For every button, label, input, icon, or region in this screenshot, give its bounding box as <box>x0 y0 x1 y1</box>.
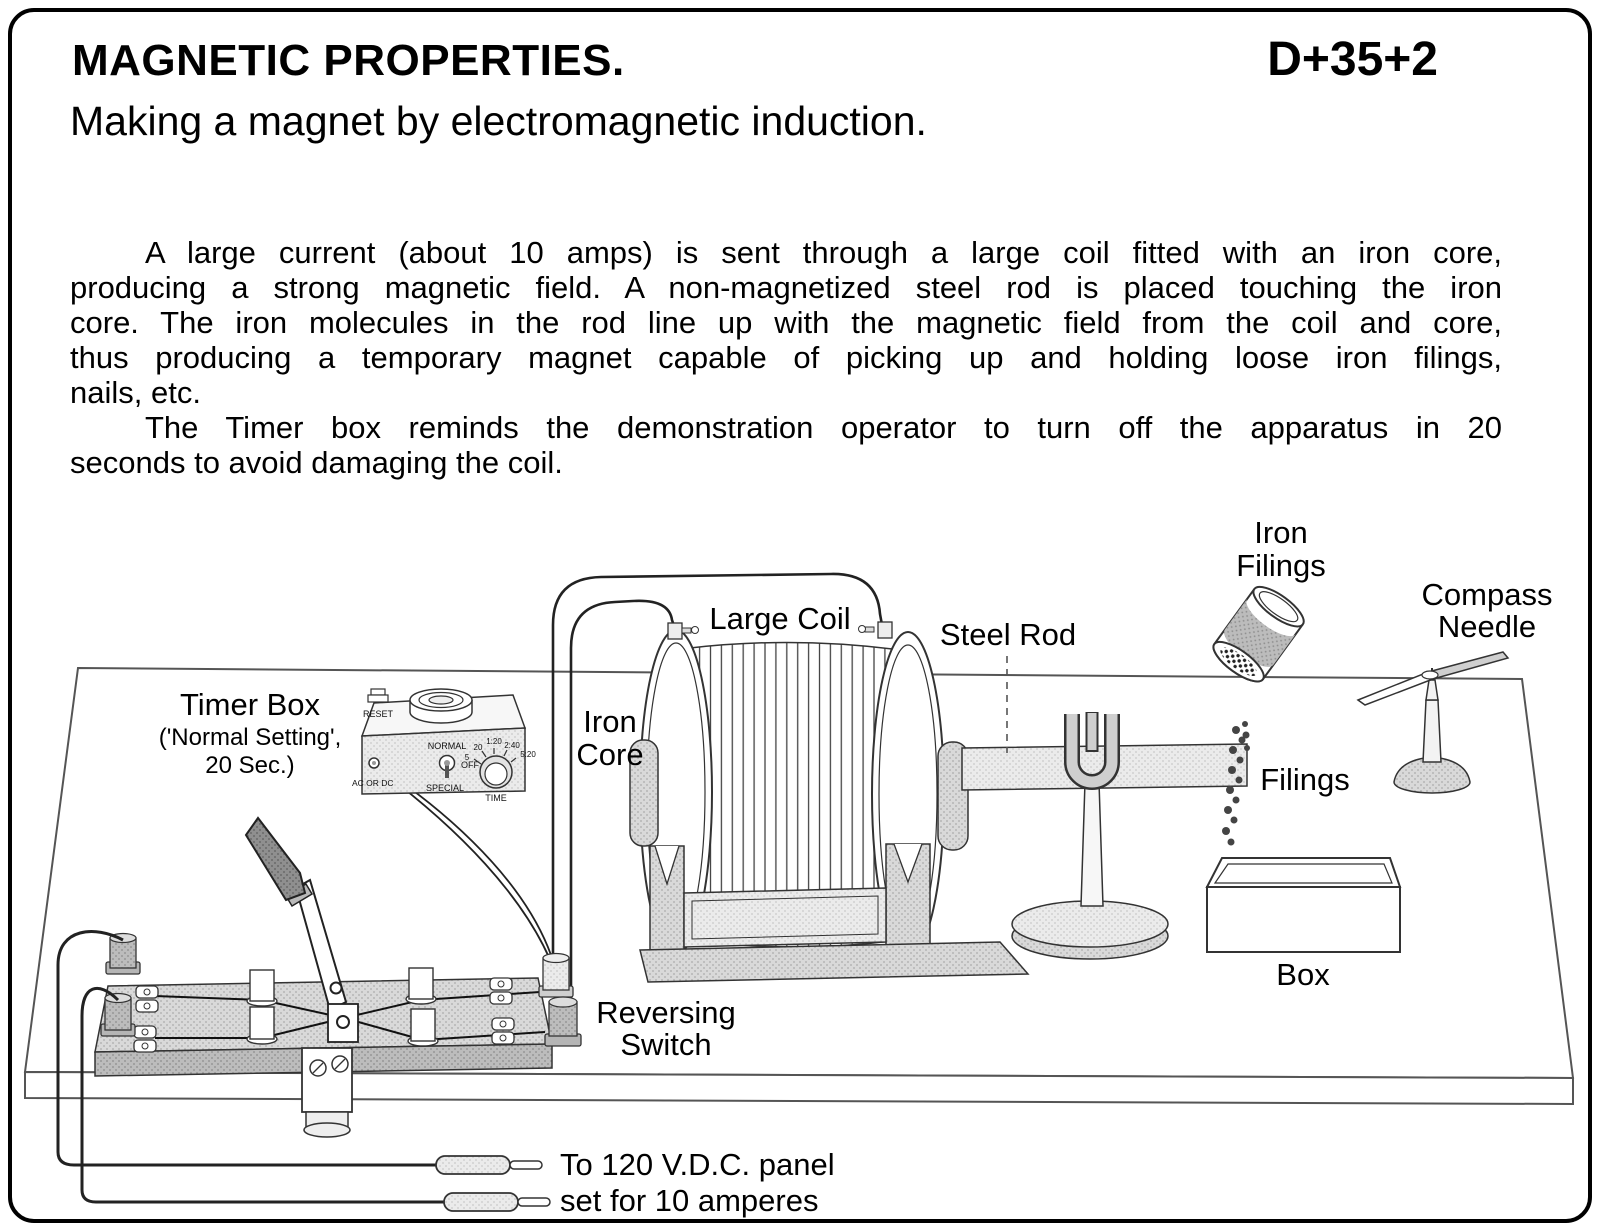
demo-code: D+35+2 <box>1267 33 1438 86</box>
dial-240: 2:40 <box>504 741 520 750</box>
coil-wires <box>551 572 884 1002</box>
dial-520: 5:20 <box>520 750 536 759</box>
dial-5: 5 <box>465 753 470 762</box>
label-power-1: To 120 V.D.C. panel <box>560 1147 835 1182</box>
ac-or-dc-label: AC OR DC <box>352 778 394 788</box>
label-compass-needle-1: Compass <box>1421 577 1553 612</box>
label-reversing-switch-2: Switch <box>620 1027 712 1062</box>
normal-label: NORMAL <box>428 741 467 751</box>
page-title: MAGNETIC PROPERTIES. <box>72 36 625 85</box>
description-line: The Timer box reminds the demonstration … <box>145 410 1502 445</box>
description-line: thus producing a temporary magnet capabl… <box>70 340 1502 375</box>
reversing-switch-illustration <box>94 816 582 1138</box>
power-leads-illustration <box>56 930 551 1212</box>
label-large-coil: Large Coil <box>709 601 851 636</box>
large-coil-illustration <box>629 621 1030 983</box>
timer-box-illustration: RESET NORMAL OFF SPECIAL 5 20 1:20 2:40 … <box>352 688 564 999</box>
label-filings: Filings <box>1260 762 1350 797</box>
description-line: seconds to avoid damaging the coil. <box>70 445 563 480</box>
dial-20: 20 <box>474 743 483 752</box>
filings-shaker-illustration <box>1212 585 1305 683</box>
reset-label: RESET <box>363 709 394 719</box>
compass-stand-illustration <box>1356 651 1510 794</box>
off-label: OFF <box>461 760 479 770</box>
label-reversing-switch-1: Reversing <box>596 995 736 1030</box>
page-subtitle: Making a magnet by electromagnetic induc… <box>70 98 927 144</box>
label-timer-setting-2: 20 Sec.) <box>205 752 295 779</box>
label-timer-setting-1: ('Normal Setting', <box>158 724 342 751</box>
rod-stand-illustration <box>1011 712 1169 960</box>
label-timer-box: Timer Box <box>179 687 321 722</box>
label-compass-needle-2: Needle <box>1437 609 1537 644</box>
description-line: A large current (about 10 amps) is sent … <box>145 235 1502 270</box>
label-power-2: set for 10 amperes <box>560 1183 819 1218</box>
label-iron-core-2: Core <box>576 737 644 772</box>
special-label: SPECIAL <box>426 783 464 793</box>
description-text: A large current (about 10 amps) is sent … <box>70 235 1502 480</box>
time-label: TIME <box>485 793 507 803</box>
dial-120: 1:20 <box>486 737 502 746</box>
description-line: nails, etc. <box>70 375 201 410</box>
label-box: Box <box>1276 957 1330 992</box>
storage-box-illustration <box>1205 857 1402 953</box>
label-iron-filings-1: Iron <box>1254 515 1308 550</box>
description-line: core. The iron molecules in the rod line… <box>70 305 1502 340</box>
label-iron-filings-2: Filings <box>1236 548 1326 583</box>
description-line: producing a strong magnetic field. A non… <box>70 270 1502 305</box>
label-iron-core-1: Iron <box>583 704 637 739</box>
label-steel-rod: Steel Rod <box>939 617 1077 652</box>
filings-chain-illustration <box>1222 721 1250 846</box>
